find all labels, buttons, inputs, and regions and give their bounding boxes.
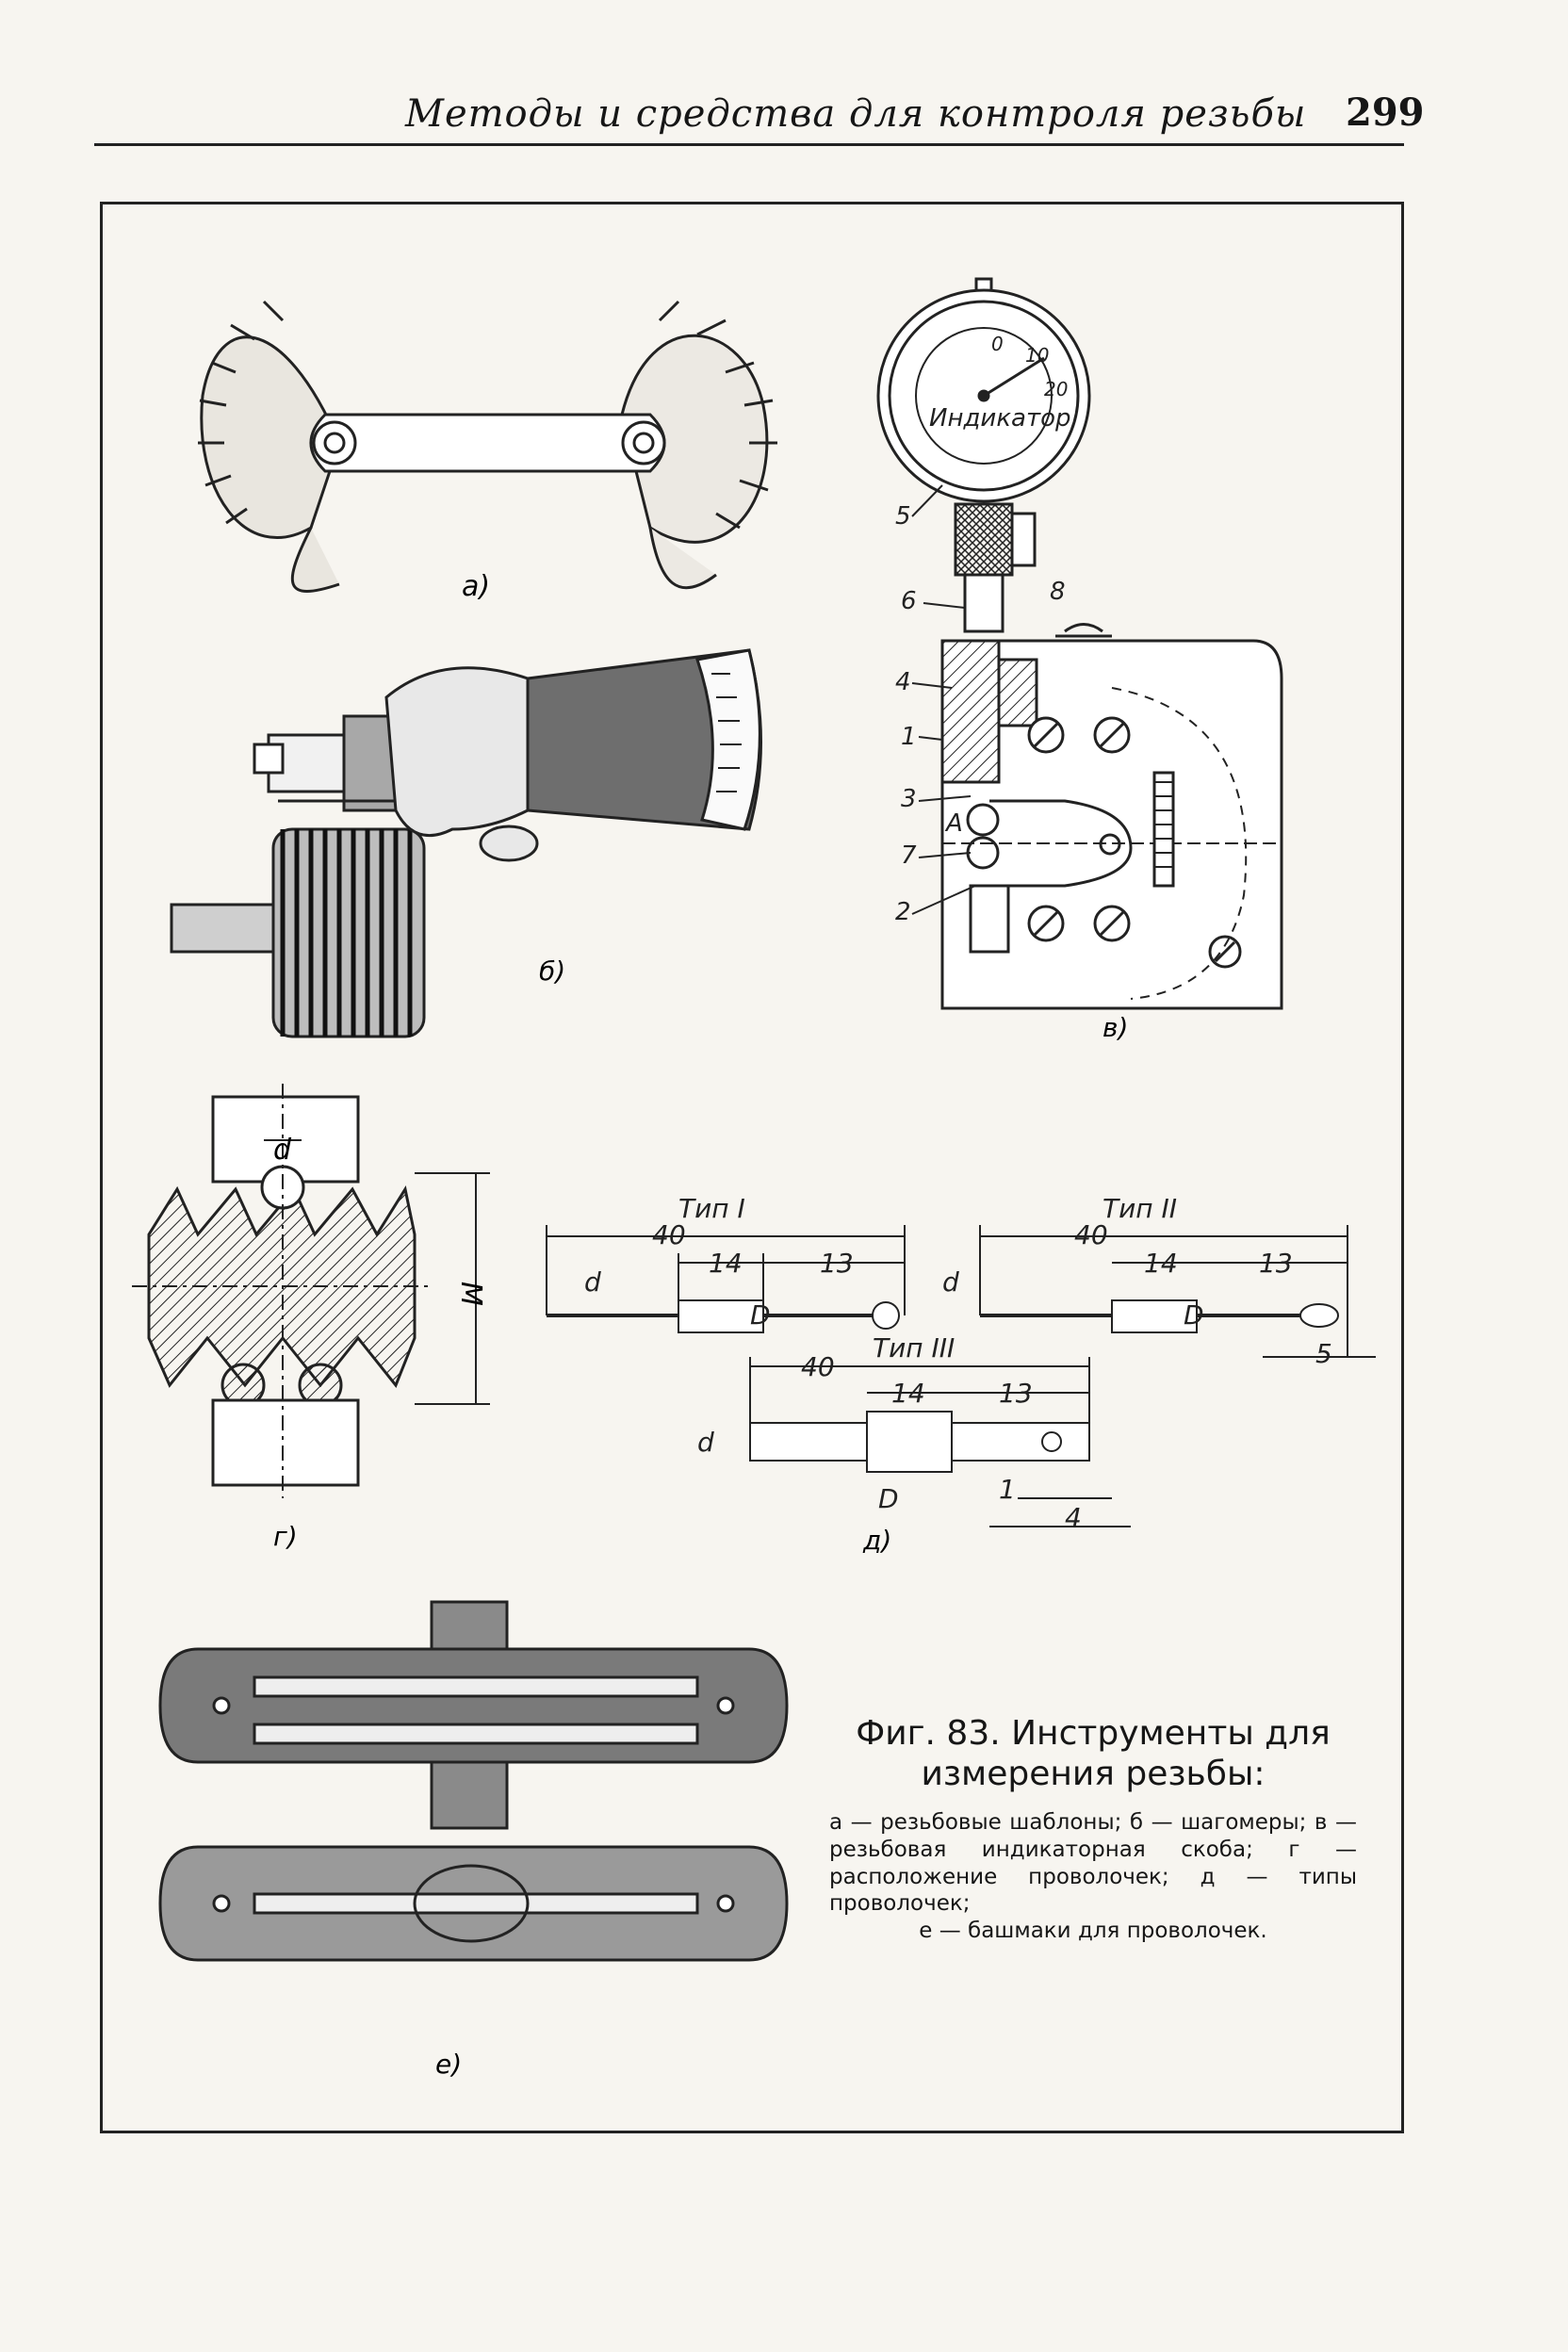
type2-len-b: 13 [1259,1248,1293,1279]
figure-frame [100,202,1404,2133]
panel-label-g: г) [273,1521,298,1552]
type1-len-a: 14 [709,1248,743,1279]
type2-title: Тип II [1102,1193,1177,1224]
dial-text: Индикатор 0 10 20 [929,333,1071,433]
type1-len-b: 13 [820,1248,854,1279]
part-label-4: 4 [895,668,911,696]
wire-type-2 [979,1225,1376,1358]
thread-gauge-set-drawing [198,300,777,593]
type3-big-d: D [878,1483,899,1514]
dial-scale-10: 10 [1025,344,1049,367]
running-header-title: Методы и средства для контроля резьбы [405,92,1307,136]
type3-end: 4 [1065,1502,1082,1533]
type3-hole: 1 [999,1474,1016,1505]
type1-total: 40 [652,1219,686,1250]
part-label-5: 5 [895,502,911,531]
type2-big-d: D [1184,1299,1204,1331]
dial-scale-20: 20 [1044,378,1068,400]
panel-label-d: д) [862,1525,891,1556]
wire-shoe-top [158,1600,789,1830]
wire-d-label: d [273,1134,292,1167]
wire-type-1 [546,1225,906,1333]
wire-shoe-bottom [158,1845,789,1962]
part-label-3: 3 [901,785,917,813]
type2-total: 40 [1074,1219,1108,1250]
part-label-6: 6 [901,587,917,615]
indicator-clamp-drawing [876,277,1283,1010]
wire-type-3 [749,1357,1131,1527]
figure-caption-text: а — резьбовые шаблоны; б — шагомеры; в —… [829,1810,1357,1917]
dial-scale-0: 0 [991,333,1004,355]
type2-eye: 5 [1315,1338,1332,1369]
part-label-7: 7 [901,841,917,870]
wire-m-label: M [454,1282,487,1306]
part-label-1: 1 [901,723,917,751]
part-label-a: А [944,809,963,838]
clamp-part-labels: 5 6 8 4 1 3 А 7 2 [895,502,1066,926]
panel-label-b: б) [539,956,565,987]
wire-arrangement-drawing [132,1084,490,1498]
right-blade-fan [620,300,777,590]
type3-len-a: 14 [891,1378,925,1409]
type3-total: 40 [801,1351,835,1382]
hand [384,666,530,838]
type3-d: d [697,1427,714,1458]
type2-len-a: 14 [1144,1248,1178,1279]
type3-title: Тип III [873,1332,955,1364]
threaded-part [170,827,426,1038]
pitch-gauge-drawing [170,648,762,1038]
panel-label-e: е) [435,2049,462,2080]
page-number: 299 [1346,90,1425,135]
part-label-2: 2 [895,898,911,926]
figure-caption-last: е — башмаки для проволочек. [919,1919,1267,1943]
type1-title: Тип I [678,1193,745,1224]
part-label-8: 8 [1050,578,1066,606]
type1-d: d [584,1266,601,1298]
dial-label: Индикатор [929,404,1071,433]
figure-title: Фиг. 83. Инструменты для измерения резьб… [856,1714,1331,1794]
panel-label-v: в) [1102,1012,1128,1043]
gauge-handle [309,413,666,473]
type3-len-b: 13 [999,1378,1033,1409]
type2-d: d [942,1266,959,1298]
left-blade-fan [198,300,341,593]
panel-label-a: а) [462,570,490,603]
figure-caption: а — резьбовые шаблоны; б — шагомеры; в —… [829,1809,1357,1945]
header-rule [94,143,1404,146]
type1-big-d: D [750,1299,771,1331]
